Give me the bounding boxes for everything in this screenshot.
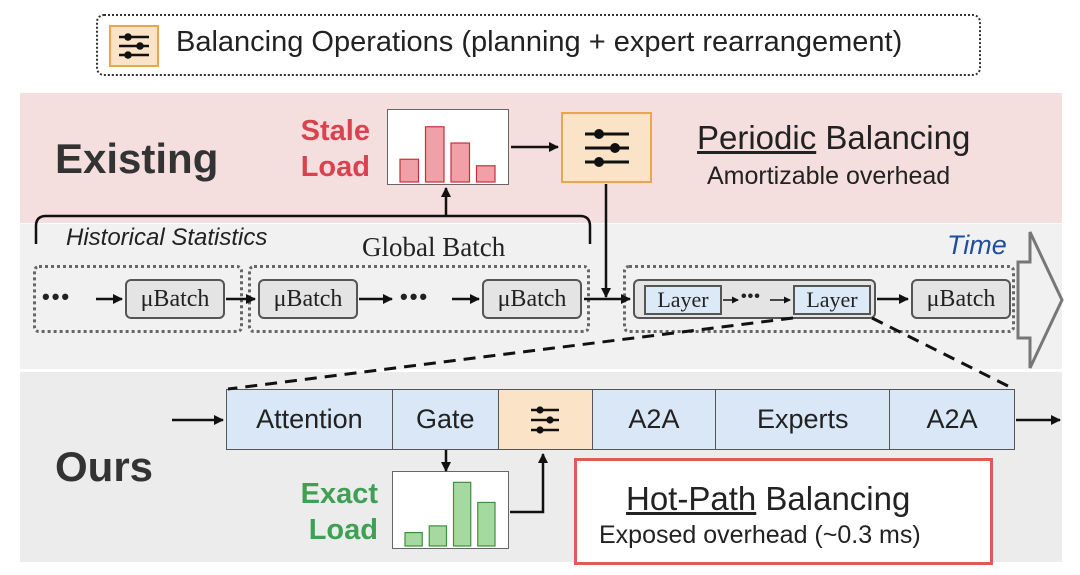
periodic-word: Periodic: [697, 119, 817, 156]
stale-load-label: Stale Load: [300, 113, 370, 185]
stale-label-line2: Load: [300, 151, 370, 183]
mbatch-box: μBatch: [482, 279, 582, 319]
layer-box: Layer: [644, 285, 722, 315]
mbatch-box: μBatch: [911, 279, 1011, 319]
balancing-word: Balancing: [816, 119, 971, 156]
exact-to-balance-arrow: [510, 453, 548, 514]
stage-a2a: A2A: [890, 390, 1014, 449]
mbatch-box: μBatch: [258, 279, 358, 319]
hot-path-balancing-title: Hot-Path Balancing: [626, 480, 910, 518]
stage-attention: Attention: [227, 390, 393, 449]
zoom-line-right: [871, 316, 1015, 391]
stage-a2a: A2A: [592, 390, 717, 449]
time-label: Time: [947, 230, 1007, 260]
balancing-word: Balancing: [756, 480, 911, 517]
histogram-bar: [399, 158, 420, 183]
time-arrow: [1016, 231, 1064, 369]
mbatch-box: μBatch: [125, 279, 225, 319]
historical-brace: [34, 214, 592, 244]
exact-load-histogram: [392, 471, 509, 549]
histogram-bar: [428, 525, 448, 547]
exact-load-label: Exact Load: [290, 476, 378, 548]
exact-label-line1: Exact: [300, 478, 378, 510]
ellipsis: •••: [42, 284, 72, 309]
moe-layer-stages: Attention Gate A2A Experts A2A: [226, 389, 1015, 450]
hot-path-balancing-box: [574, 458, 993, 565]
stage-gate: Gate: [392, 390, 499, 449]
layer-box: Layer: [793, 285, 871, 315]
histogram-bar: [475, 165, 496, 183]
ellipsis-small: •••: [741, 288, 761, 305]
histogram-bar: [424, 126, 445, 183]
sliders-icon: [109, 25, 159, 67]
periodic-balancing-title: Periodic Balancing: [697, 119, 970, 157]
ellipsis: •••: [400, 284, 430, 309]
hot-path-word: Hot-Path: [626, 480, 757, 517]
existing-band: [20, 93, 1062, 223]
histogram-bar: [452, 481, 472, 547]
hot-path-subtitle: Exposed overhead (~0.3 ms): [599, 521, 921, 549]
histogram-bar: [404, 531, 423, 547]
global-batch-label: Global Batch: [362, 232, 506, 262]
exact-label-line2: Load: [308, 514, 378, 546]
hot-path-balancing-icon: [498, 390, 593, 449]
periodic-balancing-icon: [561, 112, 652, 183]
ours-label: Ours: [55, 443, 154, 490]
stale-load-histogram: [387, 109, 509, 185]
historical-statistics-label: Historical Statistics: [66, 224, 268, 251]
periodic-subtitle: Amortizable overhead: [707, 162, 951, 190]
legend-text: Balancing Operations (planning + expert …: [176, 26, 903, 58]
histogram-bar: [450, 142, 471, 183]
existing-label: Existing: [55, 135, 219, 182]
zoom-line-left: [227, 316, 794, 391]
stage-experts: Experts: [716, 390, 891, 449]
histogram-bar: [477, 501, 496, 547]
legend-box: [96, 14, 981, 76]
stale-label-line1: Stale: [300, 115, 370, 147]
